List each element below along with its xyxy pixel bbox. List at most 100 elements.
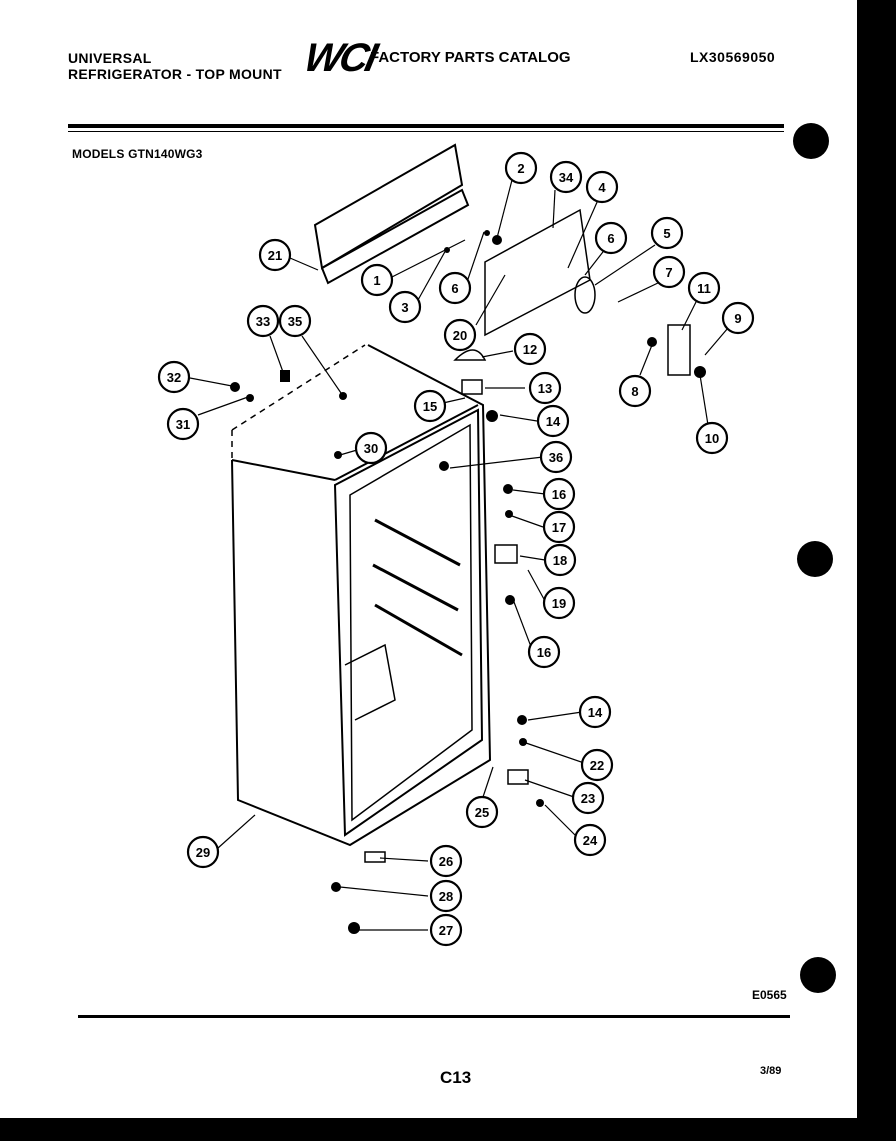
callout-3: 3 (388, 290, 422, 324)
liner-opening (349, 423, 473, 822)
callout-number: 4 (598, 180, 606, 195)
callout-number: 24 (583, 833, 598, 848)
callout-6: 6 (594, 221, 628, 255)
callout-circle (258, 238, 292, 272)
callout-number: 28 (439, 889, 453, 904)
callout-circle (652, 255, 686, 289)
callout-11: 11 (687, 271, 721, 305)
brand-line-2: REFRIGERATOR - TOP MOUNT (68, 66, 282, 82)
cabinet-drawing (231, 143, 691, 863)
callout-number: 27 (439, 923, 453, 938)
callout-circle (186, 835, 220, 869)
callout-number: 30 (364, 441, 378, 456)
callout-number: 21 (268, 248, 282, 263)
callout-circle (542, 477, 576, 511)
callout-circle (527, 635, 561, 669)
callout-32: 32 (157, 360, 191, 394)
callout-circle (429, 879, 463, 913)
callout-circle (542, 586, 576, 620)
callout-number: 32 (167, 370, 181, 385)
leveling-bracket (364, 851, 386, 863)
callout-bubbles: 1234566789101112131414151616171819202122… (157, 151, 755, 947)
callout-9: 9 (721, 301, 755, 335)
callout-circle (465, 795, 499, 829)
control-panel (484, 208, 591, 337)
callout-circle (650, 216, 684, 250)
callout-number: 14 (546, 414, 561, 429)
callout-28: 28 (429, 879, 463, 913)
callout-34: 34 (549, 160, 583, 194)
callout-number: 13 (538, 381, 552, 396)
callout-circle (549, 160, 583, 194)
callout-22: 22 (580, 748, 614, 782)
shelf-rails (372, 518, 463, 657)
callout-circle (360, 263, 394, 297)
top-cover-panel (313, 143, 464, 270)
callout-24: 24 (573, 823, 607, 857)
callout-circle (571, 781, 605, 815)
callout-17: 17 (542, 510, 576, 544)
callout-4: 4 (585, 170, 619, 204)
shelf-rail-1 (374, 518, 461, 567)
revision-date: 3/89 (760, 1065, 782, 1077)
binder-hole-middle (797, 541, 833, 577)
callout-number: 33 (256, 314, 270, 329)
callout-number: 12 (523, 342, 537, 357)
callout-circle (687, 271, 721, 305)
callout-number: 36 (549, 450, 563, 465)
crisper-support (344, 643, 396, 721)
callout-14: 14 (578, 695, 612, 729)
bottom-hinge (507, 769, 529, 785)
callout-circle (573, 823, 607, 857)
callout-number: 35 (288, 314, 302, 329)
callout-circle (388, 290, 422, 324)
cabinet-top-edge (334, 404, 479, 481)
callout-number: 26 (439, 854, 453, 869)
callout-circle (504, 151, 538, 185)
callout-number: 19 (552, 596, 566, 611)
callout-number: 11 (697, 281, 711, 296)
top-hinge (461, 379, 483, 395)
callout-number: 22 (590, 758, 604, 773)
callout-19: 19 (542, 586, 576, 620)
callout-circle (721, 301, 755, 335)
thermostat-knob (574, 276, 596, 314)
callout-circle (618, 374, 652, 408)
hinge-cover (453, 349, 487, 361)
callout-8: 8 (618, 374, 652, 408)
catalog-title: FACTORY PARTS CATALOG (370, 49, 571, 66)
callout-number: 7 (665, 265, 672, 280)
callout-number: 14 (588, 705, 603, 720)
callout-33: 33 (246, 304, 280, 338)
callout-13: 13 (528, 371, 562, 405)
callout-29: 29 (186, 835, 220, 869)
callout-23: 23 (571, 781, 605, 815)
binder-hole-bottom (800, 957, 836, 993)
callout-number: 34 (559, 170, 574, 185)
header-rule-thick (68, 124, 784, 128)
callout-36: 36 (539, 440, 573, 474)
exploded-parts-diagram: 1234566789101112131414151616171819202122… (157, 143, 755, 947)
center-hinge (494, 544, 518, 564)
assembly-dashed-lines (231, 344, 366, 460)
callout-number: 31 (176, 417, 190, 432)
callout-6: 6 (438, 271, 472, 305)
cabinet-shell (231, 344, 492, 847)
callout-35: 35 (278, 304, 312, 338)
callout-20: 20 (443, 318, 477, 352)
callout-number: 18 (553, 553, 567, 568)
callout-number: 15 (423, 399, 437, 414)
callout-circle (157, 360, 191, 394)
callout-circle (528, 371, 562, 405)
callout-number: 23 (581, 791, 595, 806)
callout-circle (542, 510, 576, 544)
cabinet-top-front (231, 459, 336, 481)
callout-31: 31 (166, 407, 200, 441)
diagram-code: E0565 (752, 988, 787, 1002)
dashed-line-top (231, 344, 366, 431)
callout-21: 21 (258, 238, 292, 272)
callout-5: 5 (650, 216, 684, 250)
models-label: MODELS GTN140WG3 (72, 147, 203, 161)
part-number: LX30569050 (690, 49, 776, 65)
callout-number: 1 (373, 273, 380, 288)
